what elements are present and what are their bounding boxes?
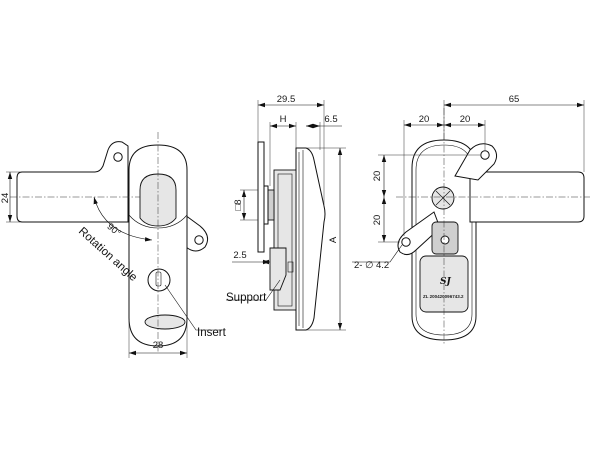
side-flange [295,147,326,331]
front-dim-width: 28 [153,340,164,351]
front-mounting-hole-top [113,152,123,162]
rear-mounting-hole-bottom [401,237,411,247]
side-support-bracket [269,247,287,291]
side-support-label: Support [226,292,267,304]
side-view: 29.5 H 6.5 □8 A 2.5 Support [226,94,346,331]
front-dim-handle-height: 24 [0,193,11,204]
rear-mounting-hole-top [480,150,490,160]
front-insert-label: Insert [197,327,227,339]
front-bottom-recess [144,314,186,330]
rear-serial-text: ZL 200420096743.2 [423,294,464,299]
front-handle-lever [16,141,129,223]
front-angle-value: 90° [105,221,123,239]
side-dim-overall-depth: 29.5 [277,94,296,105]
front-view: 24 28 90° Rotation angle Insert [0,132,227,358]
side-dim-h: H [280,114,287,125]
side-dim-offset: 2.5 [233,250,246,261]
side-dim-a: A [328,236,339,243]
rear-dim-hole-spacing-2: 20 [460,114,471,125]
rear-view: SJ ZL 200420096743.2 65 20 20 20 20 2- ∅… [352,94,590,345]
side-dim-square: □8 [233,199,244,210]
rear-brand-logo: SJ [440,277,451,287]
rear-hole-callout: 2- ∅ 4.2 [354,260,389,271]
side-cam-plate [257,141,265,253]
rear-dim-overall-width: 65 [509,94,520,105]
rear-dim-vertical-2: 20 [372,215,383,226]
front-key-cylinder [147,268,171,292]
side-dim-plate: 6.5 [324,114,337,125]
rear-dim-vertical-1: 20 [372,171,383,182]
front-mounting-hole-bottom [194,235,204,245]
rear-dim-hole-spacing-1: 20 [419,114,430,125]
